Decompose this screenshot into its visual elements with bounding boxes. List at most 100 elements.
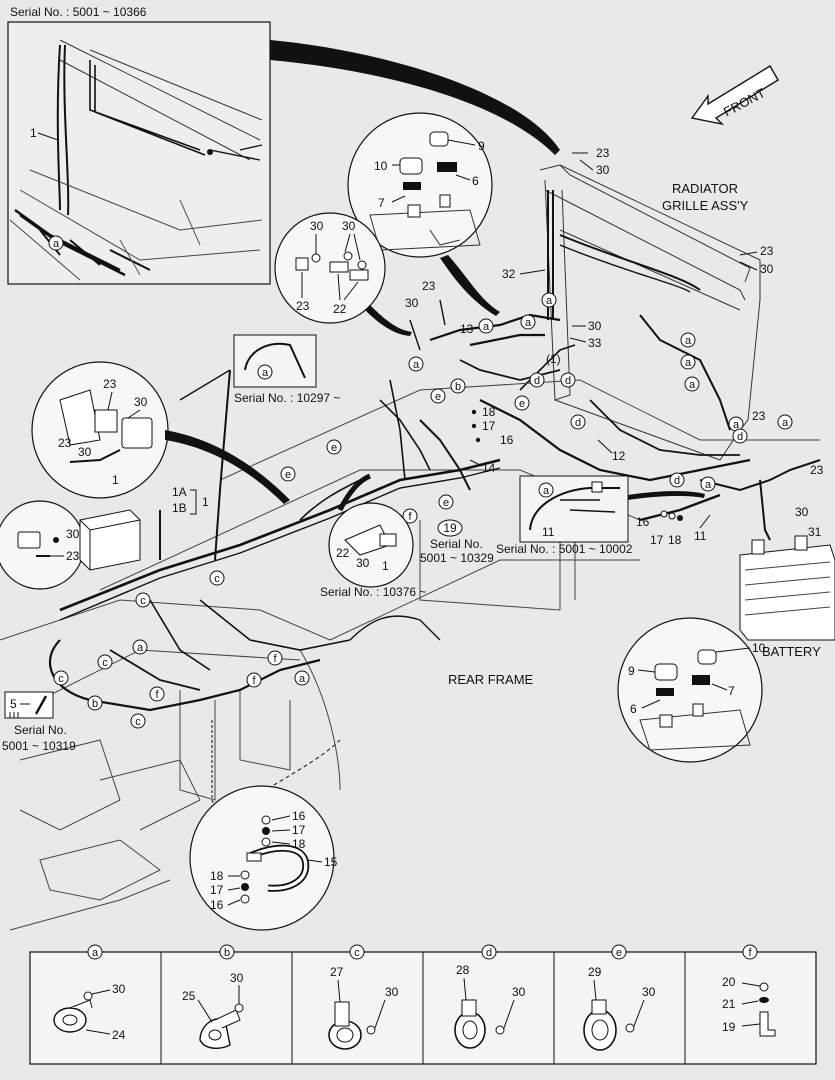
part-9-top: 9 [478,139,485,153]
legend-d-30: 30 [512,985,526,999]
callout-e-4: e [285,469,291,481]
callout-c-1: c [140,595,146,607]
legend-cell-f: 20 21 19 [722,975,776,1037]
legend-b-30: 30 [230,971,244,985]
leader-brackets [365,305,412,336]
inset-serial-10297: a Serial No. : 10297 ~ [233,334,340,405]
serial-10319-line2: 5001 ~ 10319 [2,739,76,753]
part-9-bat: 9 [628,664,635,678]
part-18-main: 18 [482,405,496,419]
legend-b-25: 25 [182,989,196,1003]
machine-frame [0,379,820,931]
legend-d-28: 28 [456,963,470,977]
legend-a-30: 30 [112,982,126,996]
part-11-r: 11 [694,529,707,543]
legend-key-f: f [748,947,752,959]
part-16-main: 16 [500,433,514,447]
part-17-main: 17 [482,419,496,433]
part-13: 13 [460,322,474,336]
callout-a-12: a [299,673,306,685]
legend-cell-d: 30 28 [454,963,526,1049]
inset-serial-10319: 5 Serial No. 5001 ~ 10319 [2,691,76,753]
part-30-c1: 30 [310,219,324,233]
legend-e-30: 30 [642,985,656,999]
callout-e-5: e [443,497,449,509]
part-30-left-2: 30 [78,445,92,459]
legend-a-24: 24 [112,1028,126,1042]
part-23-d: 23 [422,279,436,293]
callout-c-3: c [102,657,108,669]
part-30-10376: 30 [356,556,370,570]
callout-c-4: c [58,673,64,685]
part-1-ab: 1 [202,495,209,509]
part-16-hose-a: 16 [292,809,306,823]
radiator-label-1: RADIATOR [672,181,738,196]
callout-c-2: c [214,573,220,585]
part-19-circled: 19 [443,521,457,535]
serial-label-top: Serial No. : 5001 ~ 10366 [10,5,147,19]
part-12-main: 12 [612,449,626,463]
part-17-hose-a: 17 [292,823,306,837]
detail-circle-far-left: 30 23 [0,500,85,590]
part-1-10376: 1 [382,559,389,573]
part-14-main: 14 [482,461,496,475]
legend-e-29: 29 [588,965,602,979]
callout-e-3: e [331,442,337,454]
leader-arc-top [270,40,560,155]
part-30-d: 30 [405,296,419,310]
part-17-hose-b: 17 [210,883,224,897]
legend-c-27: 27 [330,965,344,979]
detail-circle-left-connector: 23 30 23 30 1 [31,361,169,499]
part-1-inset: 1 [30,126,37,140]
callout-a-11: a [137,642,144,654]
battery: BATTERY [739,535,835,659]
callout-d-3: d [575,417,581,429]
part-22-10376: 22 [336,546,350,560]
inset-top-left: a 1 [7,21,271,285]
labels-top-right: 23 30 RADIATOR GRILLE ASS'Y 23 30 [572,146,774,276]
part-30-b: 30 [760,262,774,276]
legend-cell-a: 30 24 [53,982,126,1042]
callout-b-2: b [92,698,98,710]
legend-cell-e: 30 29 [583,965,656,1051]
callout-f-3: f [155,689,159,701]
callout-f-4: f [252,675,256,687]
legend-key-b: b [224,947,230,959]
inset-serial-10002: a 11 Serial No. : 5001 ~ 10002 [496,475,633,556]
rear-frame-label: REAR FRAME [448,672,534,687]
legend-key-d: d [486,947,492,959]
legend-f-20: 20 [722,975,736,989]
radiator-frame [539,164,761,461]
part-23-a: 23 [596,146,610,160]
part-30-far-right: 30 [795,505,809,519]
part-7-top: 7 [378,196,385,210]
callout-f-1: f [408,511,412,523]
leader-left-connector [165,430,290,504]
callout-d-5: d [737,431,743,443]
detail-circle-brackets: 30 30 23 22 [274,212,386,324]
callout-c-5: c [135,716,141,728]
part-10-top: 10 [374,159,388,173]
legend-cell-c: 30 27 [328,965,399,1050]
callout-a-1: a [546,295,553,307]
serial-label-10002: Serial No. : 5001 ~ 10002 [496,542,633,556]
part-23-main-r: 23 [752,409,766,423]
legend-f-21: 21 [722,997,736,1011]
part-23-far-right: 23 [810,463,824,477]
serial-label-10376: Serial No. : 10376 ~ [320,585,426,599]
part-paren-1: (1) [546,352,561,366]
part-32: 32 [502,267,516,281]
part-33: 33 [588,336,602,350]
legend-key-e: e [616,947,622,959]
callout-d-1: d [534,375,540,387]
callout-a-6: a [685,357,692,369]
callout-d-4: d [674,475,680,487]
serial-10319-line1: Serial No. [14,723,67,737]
part-1-left: 1 [112,473,119,487]
part-23-far-left: 23 [66,549,80,563]
part-16-hose-b: 16 [210,898,224,912]
part-11-10002: 11 [542,525,555,539]
part-18-hose-b: 18 [210,869,224,883]
part-18-r: 18 [668,533,682,547]
